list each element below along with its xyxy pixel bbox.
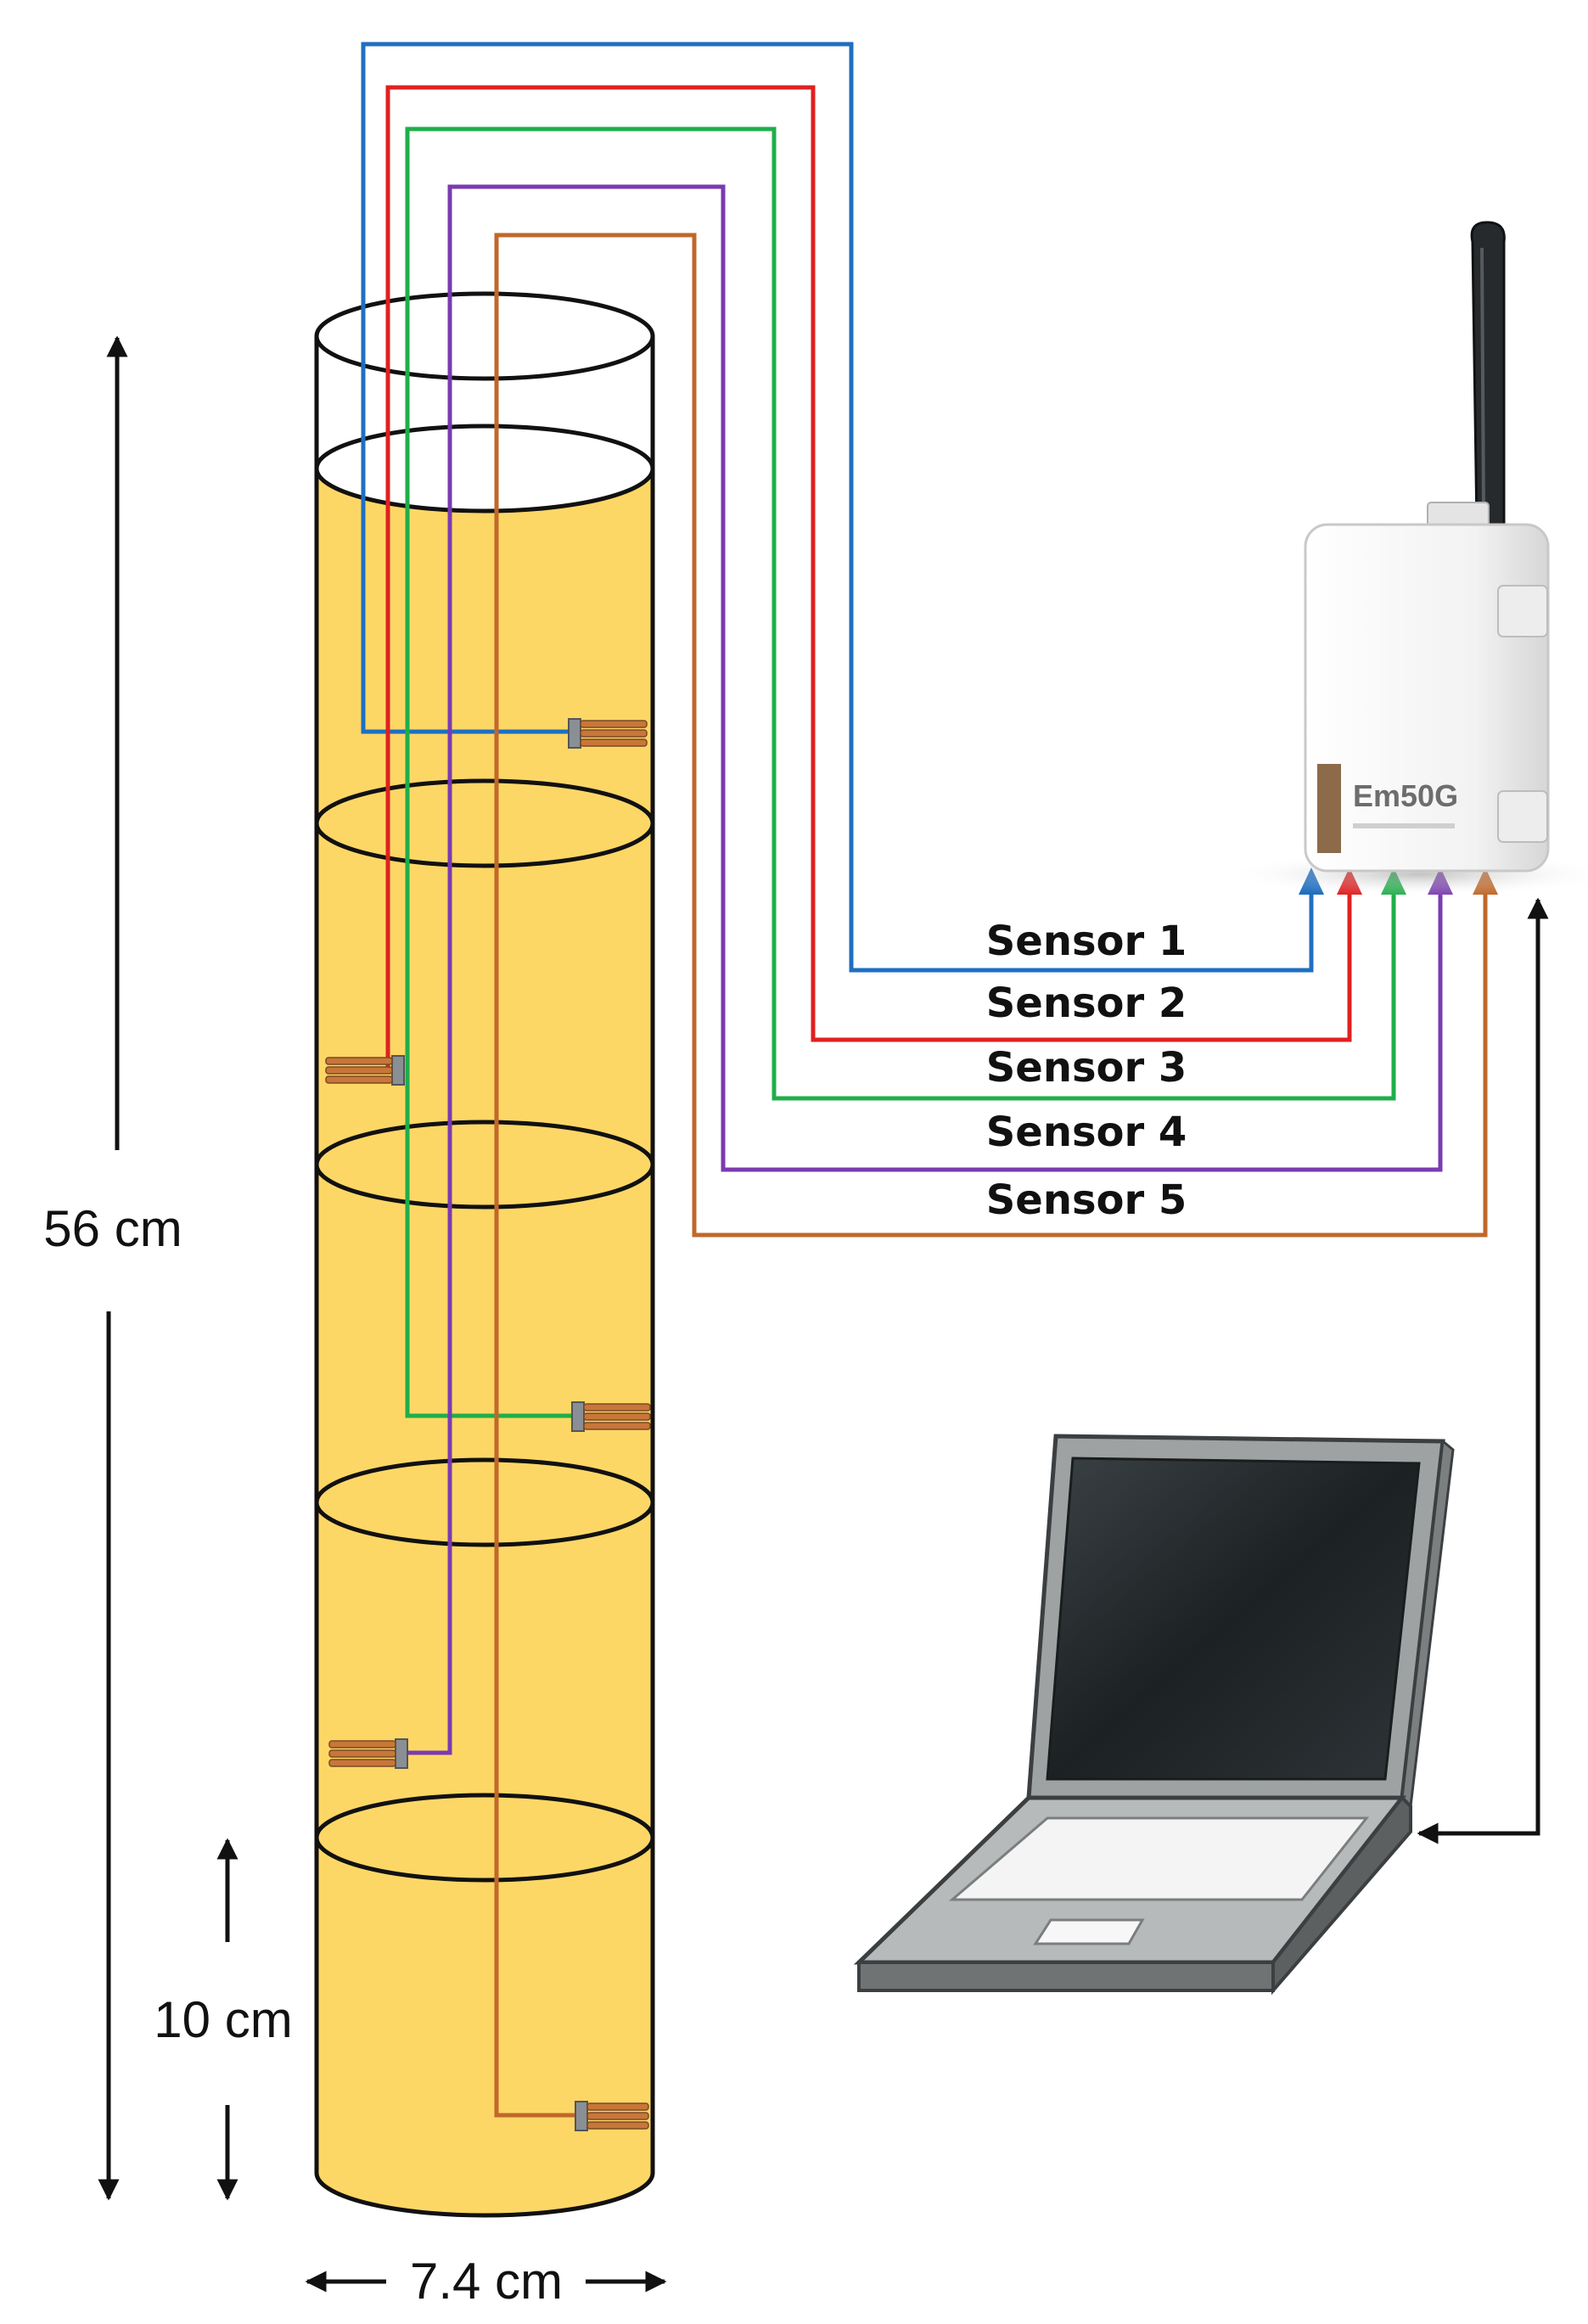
sensor-5-probe (575, 2101, 649, 2131)
column-top-rim (314, 291, 655, 381)
soil-column (314, 291, 655, 2218)
sensor-2-label: Sensor 2 (986, 980, 1187, 1027)
sensor-3-probe (571, 1401, 651, 1432)
sensor-3-wire (405, 126, 1396, 1418)
column-bottom-rim (314, 2172, 655, 2218)
laptop-touchpad (1033, 1918, 1145, 1945)
diameter-dimension: 7.4 cm (305, 2253, 667, 2310)
logger-latch-top (1497, 585, 1548, 637)
antenna-highlight (1480, 247, 1485, 510)
logger-laptop-connection (1417, 897, 1549, 1844)
logger-enclosure (1304, 523, 1550, 873)
sensor-4-label: Sensor 4 (986, 1109, 1187, 1156)
sensor-5-label: Sensor 5 (986, 1176, 1187, 1224)
logger-subtitle-bar (1353, 823, 1455, 828)
antenna-mount (1427, 502, 1490, 527)
logger-tag (1317, 764, 1341, 853)
data-logger: Em50G (1224, 221, 1588, 896)
layer-ring-2 (314, 1120, 655, 1210)
sensor-1-wire (361, 42, 1314, 973)
height-dimension: 56 cm (43, 335, 182, 2201)
sensor-1-probe (568, 718, 648, 749)
layer-ring-4 (314, 1793, 655, 1883)
laptop-base-side (1271, 1794, 1412, 1996)
laptop-screen (1046, 1457, 1421, 1781)
laptop-keyboard (948, 1816, 1370, 1901)
sensor-3-label: Sensor 3 (986, 1044, 1187, 1092)
logger-brand-label: Em50G (1353, 778, 1458, 813)
spacing-dimension: 10 cm (154, 1838, 293, 2201)
diameter-label: 7.4 cm (410, 2253, 563, 2310)
soil-surface-ring (314, 424, 655, 514)
height-label: 56 cm (43, 1200, 182, 1257)
logger-latch-bottom (1497, 790, 1548, 843)
laptop (853, 1434, 1455, 1996)
spacing-label: 10 cm (154, 1991, 292, 2048)
sensor-4-probe (328, 1738, 408, 1769)
antenna-icon (1470, 221, 1506, 528)
sensor-2-probe (325, 1055, 405, 1086)
sensor-probes (325, 718, 651, 2131)
sensor-labels: Sensor 1 Sensor 2 Sensor 3 Sensor 4 Sens… (986, 918, 1187, 1224)
layer-ring-3 (314, 1457, 655, 1547)
sensor-1-label: Sensor 1 (986, 918, 1187, 965)
soil-fill (317, 469, 653, 2215)
layer-ring-1 (314, 778, 655, 868)
laptop-base-front (857, 1961, 1275, 1992)
